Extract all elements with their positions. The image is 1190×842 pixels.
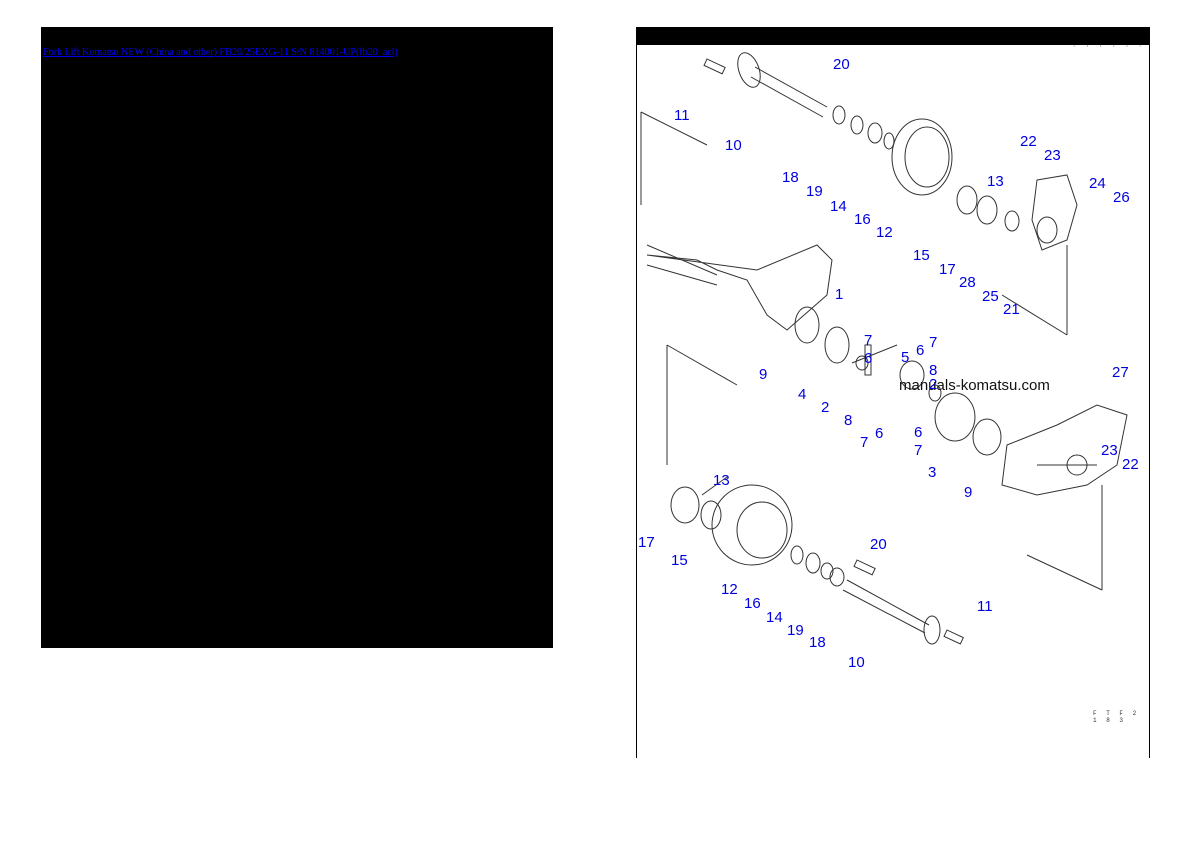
part-callout-24: 24 bbox=[1089, 175, 1106, 192]
part-callout-18: 18 bbox=[782, 169, 799, 186]
part-callout-11: 11 bbox=[674, 107, 690, 124]
part-callout-22: 22 bbox=[1020, 133, 1037, 150]
part-callout-1: 1 bbox=[835, 286, 844, 303]
left-black-panel: Fork Lift Komatsu NEW (China and other) … bbox=[41, 27, 553, 648]
part-callout-28: 28 bbox=[959, 274, 976, 291]
part-callout-7: 7 bbox=[860, 434, 869, 451]
part-callout-13: 13 bbox=[987, 173, 1004, 190]
page-header-bar bbox=[637, 27, 1149, 45]
part-callout-27: 27 bbox=[1112, 364, 1129, 381]
part-callout-5: 5 bbox=[901, 349, 910, 366]
parts-diagram-page: · · · · · · bbox=[636, 27, 1150, 758]
part-callout-6: 6 bbox=[864, 350, 873, 367]
part-callout-16: 16 bbox=[744, 595, 761, 612]
part-callout-22: 22 bbox=[1122, 456, 1139, 473]
part-callout-15: 15 bbox=[671, 552, 688, 569]
part-callout-18: 18 bbox=[809, 634, 826, 651]
watermark: manuals-komatsu.com bbox=[899, 377, 1050, 394]
part-callout-11: 11 bbox=[977, 598, 993, 615]
part-callout-10: 10 bbox=[848, 654, 865, 671]
part-callout-12: 12 bbox=[876, 224, 893, 241]
catalog-title-link[interactable]: Fork Lift Komatsu NEW (China and other) … bbox=[43, 47, 398, 58]
part-callout-16: 16 bbox=[854, 211, 871, 228]
part-callout-8: 8 bbox=[929, 362, 938, 379]
header-marks: · · · · · · bbox=[1072, 43, 1145, 50]
part-callout-2: 2 bbox=[929, 376, 938, 393]
part-callout-3: 3 bbox=[928, 464, 937, 481]
part-callout-20: 20 bbox=[833, 56, 850, 73]
part-callout-23: 23 bbox=[1044, 147, 1061, 164]
part-callout-6: 6 bbox=[875, 425, 884, 442]
part-callout-7: 7 bbox=[864, 332, 873, 349]
part-callout-12: 12 bbox=[721, 581, 738, 598]
part-callout-6: 6 bbox=[914, 424, 923, 441]
part-callout-23: 23 bbox=[1101, 442, 1118, 459]
part-callout-14: 14 bbox=[766, 609, 783, 626]
part-callout-17: 17 bbox=[939, 261, 956, 278]
part-callout-9: 9 bbox=[964, 484, 973, 501]
part-callout-7: 7 bbox=[914, 442, 923, 459]
part-callout-19: 19 bbox=[806, 183, 823, 200]
part-callout-26: 26 bbox=[1113, 189, 1130, 206]
part-callout-14: 14 bbox=[830, 198, 847, 215]
part-callout-8: 8 bbox=[844, 412, 853, 429]
part-callout-19: 19 bbox=[787, 622, 804, 639]
part-callout-25: 25 bbox=[982, 288, 999, 305]
figure-code: F T F 2 1 8 3 bbox=[1093, 710, 1140, 724]
part-callout-2: 2 bbox=[821, 399, 830, 416]
axle-drawing-icon bbox=[640, 52, 1128, 645]
part-callout-4: 4 bbox=[798, 386, 807, 403]
part-callout-17: 17 bbox=[638, 534, 655, 551]
part-callout-6: 6 bbox=[916, 342, 925, 359]
part-callout-20: 20 bbox=[870, 536, 887, 553]
part-callout-10: 10 bbox=[725, 137, 742, 154]
part-callout-13: 13 bbox=[713, 472, 730, 489]
part-callout-9: 9 bbox=[759, 366, 768, 383]
part-callout-15: 15 bbox=[913, 247, 930, 264]
part-callout-7: 7 bbox=[929, 334, 938, 351]
part-callout-21: 21 bbox=[1003, 301, 1020, 318]
